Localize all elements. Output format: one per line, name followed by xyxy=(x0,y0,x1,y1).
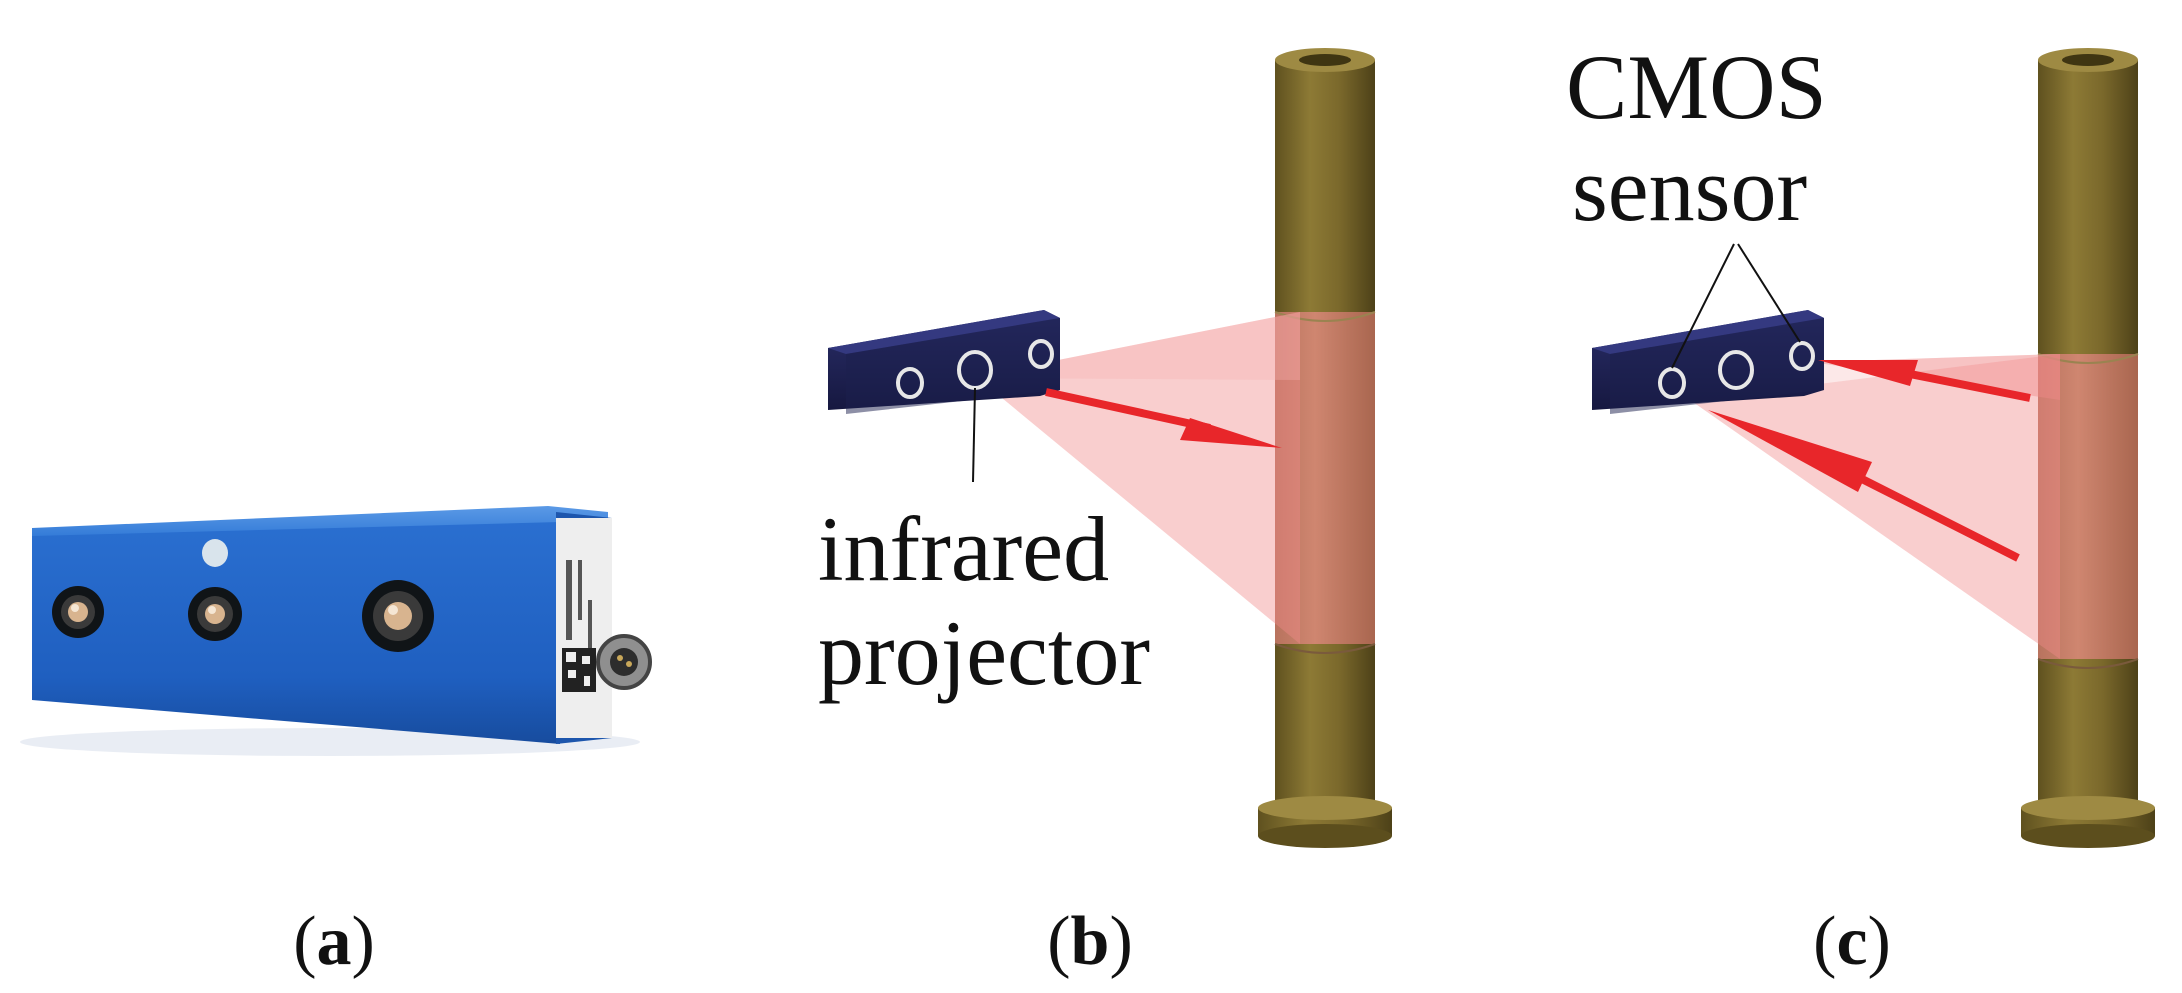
panel-c: CMOS sensor xyxy=(1566,36,2155,848)
sensor-leader-line-left xyxy=(1671,243,1735,369)
projector-device xyxy=(828,310,1060,414)
cmos-sensor-lens-right xyxy=(1789,341,1815,371)
sensor-label-line2: sensor xyxy=(1572,138,1807,240)
caption-a: (a) xyxy=(293,903,375,980)
camera-led xyxy=(202,539,228,567)
reflection-arrow-upper xyxy=(1818,360,2031,402)
camera-lens-left xyxy=(52,586,104,638)
projector-label-line2: projector xyxy=(818,602,1150,704)
projector-label-line1: infrared xyxy=(818,498,1109,600)
pipe-c xyxy=(2021,48,2155,848)
camera-photo xyxy=(20,506,652,756)
pipe-b xyxy=(1258,48,1392,848)
sensor-leader-line-right xyxy=(1737,243,1801,343)
sensor-label-line1: CMOS xyxy=(1566,36,1827,138)
cmos-sensor-lens-left xyxy=(1658,367,1686,399)
camera-lens-right xyxy=(362,580,434,652)
panel-b: infrared projector xyxy=(818,48,1392,848)
reflection-cone-left xyxy=(1690,354,2060,659)
projector-leader-line xyxy=(972,387,976,483)
camera-connector xyxy=(596,634,652,690)
qr-code xyxy=(562,648,596,692)
sensor-device xyxy=(1592,310,1824,414)
camera-lens-center xyxy=(188,587,242,641)
caption-c: (c) xyxy=(1813,903,1891,980)
emission-arrow xyxy=(1045,388,1282,448)
caption-b: (b) xyxy=(1047,903,1133,980)
reflection-arrow-lower xyxy=(1708,410,2020,562)
